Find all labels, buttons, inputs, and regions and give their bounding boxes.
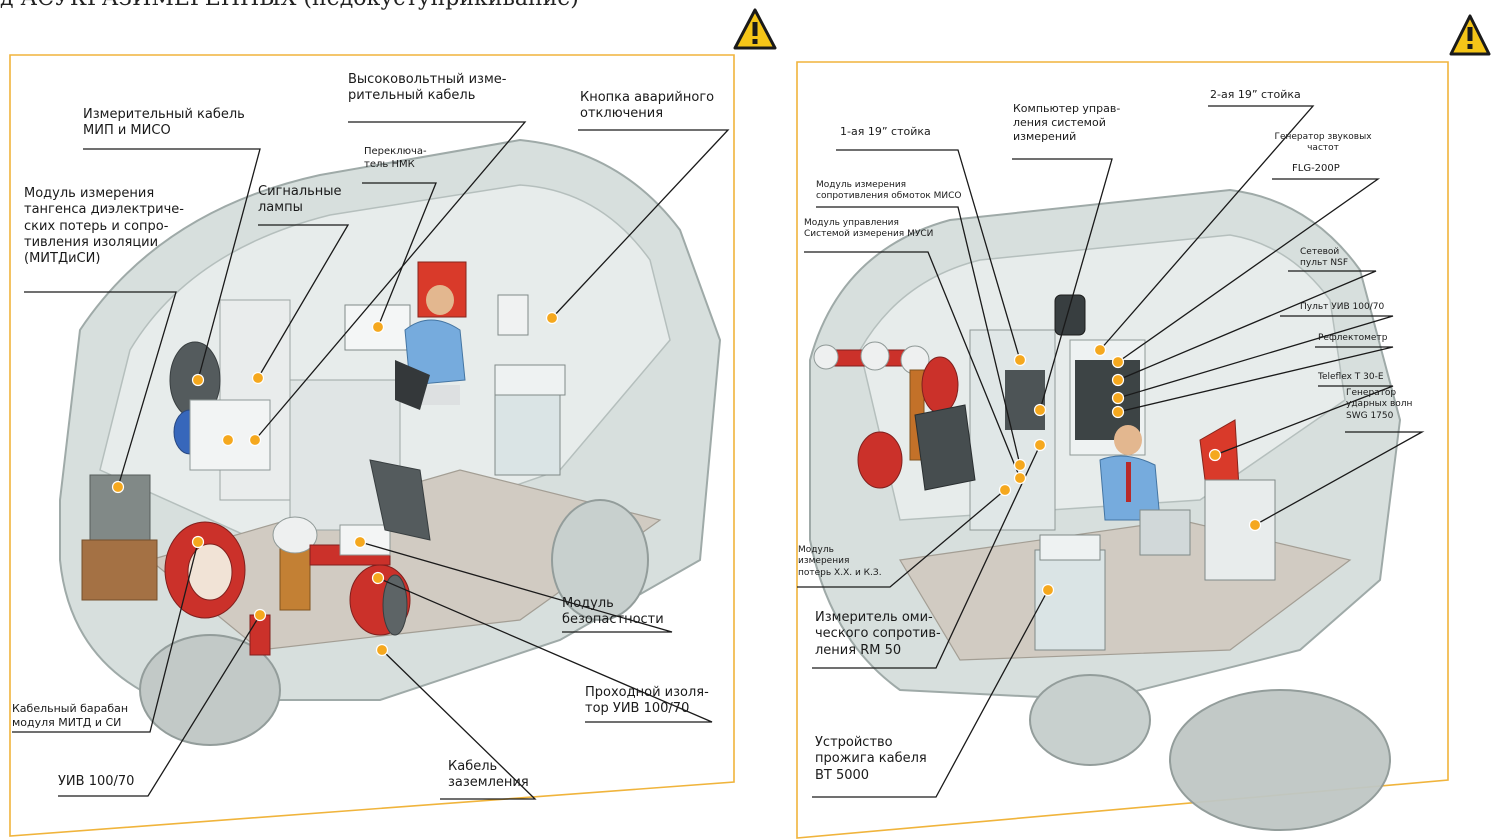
label-rack-1: 1-ая 19” стойка: [840, 125, 931, 138]
marker-computer[interactable]: [1033, 403, 1047, 417]
marker-sound-gen[interactable]: [1111, 355, 1125, 369]
cropped-header-text: д АСУКРАЗИМЕРЕННЫХ (недокуступрикивание): [0, 0, 1491, 14]
marker-emergency[interactable]: [545, 311, 559, 325]
marker-reflectometer[interactable]: [1111, 405, 1125, 419]
marker-uiv-panel[interactable]: [1111, 391, 1125, 405]
label-nsf: Сетевой пульт NSF: [1300, 247, 1348, 269]
label-teleflex: Teleflex T 30-E: [1318, 372, 1384, 382]
marker-miso[interactable]: [1013, 458, 1027, 472]
marker-mip-cable[interactable]: [191, 373, 205, 387]
warning-icon: [1449, 14, 1491, 56]
left-van-illustration: [59, 138, 722, 746]
right-leader-lines: [797, 105, 1425, 798]
label-cable-drum: Кабельный барабан модуля МИТД и СИ: [12, 702, 129, 729]
left-leader-lines: [12, 121, 730, 800]
marker-musi[interactable]: [1013, 471, 1027, 485]
marker-lamps[interactable]: [251, 371, 265, 385]
marker-nsf[interactable]: [1111, 373, 1125, 387]
marker-vv-cable[interactable]: [248, 433, 262, 447]
marker-safety[interactable]: [353, 535, 367, 549]
label-uiv: УИВ 100/70: [58, 774, 135, 789]
label-vv-cable: Высоковольтный изме- рительный кабель: [348, 72, 507, 104]
label-losses-module: Модуль измерения потерь Х.Х. и К.З.: [798, 545, 882, 578]
label-nmk-switch: Переключа- тель НМК: [364, 146, 427, 170]
marker-module-a[interactable]: [221, 433, 235, 447]
label-musi: Модуль управления Системой измерения МУС…: [804, 218, 934, 240]
label-miso: Модуль измерения сопротивления обмоток М…: [816, 180, 962, 202]
marker-drum[interactable]: [191, 535, 205, 549]
label-mip-cable: Измерительный кабель МИП и МИСО: [83, 107, 245, 139]
label-bt5000: Устройство прожига кабеля BT 5000: [815, 735, 927, 783]
marker-rack2[interactable]: [1093, 343, 1107, 357]
left-markers: [111, 311, 559, 657]
marker-uiv[interactable]: [253, 608, 267, 622]
label-ground-cable: Кабель заземления: [448, 759, 529, 791]
label-reflectometer: Рефлектометр: [1318, 333, 1388, 343]
label-safety-module: Модуль безопастности: [562, 596, 664, 628]
label-mitdisi: Модуль измерения тангенса диэлектриче- с…: [24, 186, 184, 266]
label-bushing: Проходной изоля- тор УИВ 100/70: [585, 685, 709, 717]
marker-bt5000[interactable]: [1041, 583, 1055, 597]
right-markers: [998, 343, 1262, 597]
marker-nmk-switch[interactable]: [371, 320, 385, 334]
marker-mitdisi[interactable]: [111, 480, 125, 494]
label-sound-generator: Генератор звуковых частот: [1274, 132, 1372, 154]
label-emergency-button: Кнопка аварийного отключения: [580, 90, 715, 122]
label-signal-lamps: Сигнальные лампы: [258, 184, 342, 216]
label-rack-2: 2-ая 19” стойка: [1210, 88, 1301, 101]
marker-ground[interactable]: [375, 643, 389, 657]
marker-bushing[interactable]: [371, 571, 385, 585]
label-uiv-panel: Пульт УИВ 100/70: [1300, 302, 1385, 312]
marker-rack1[interactable]: [1013, 353, 1027, 367]
warning-icon: [733, 8, 777, 50]
marker-teleflex[interactable]: [1208, 448, 1222, 462]
label-flg: FLG-200P: [1292, 163, 1340, 174]
label-rm50: Измеритель оми- ческого сопротив- ления …: [815, 610, 941, 658]
label-computer: Компьютер управ- ления системой измерени…: [1013, 102, 1121, 143]
marker-rm50[interactable]: [1033, 438, 1047, 452]
marker-swg[interactable]: [1248, 518, 1262, 532]
label-swg: Генератор ударных волн SWG 1750: [1346, 388, 1413, 421]
marker-losses[interactable]: [998, 483, 1012, 497]
